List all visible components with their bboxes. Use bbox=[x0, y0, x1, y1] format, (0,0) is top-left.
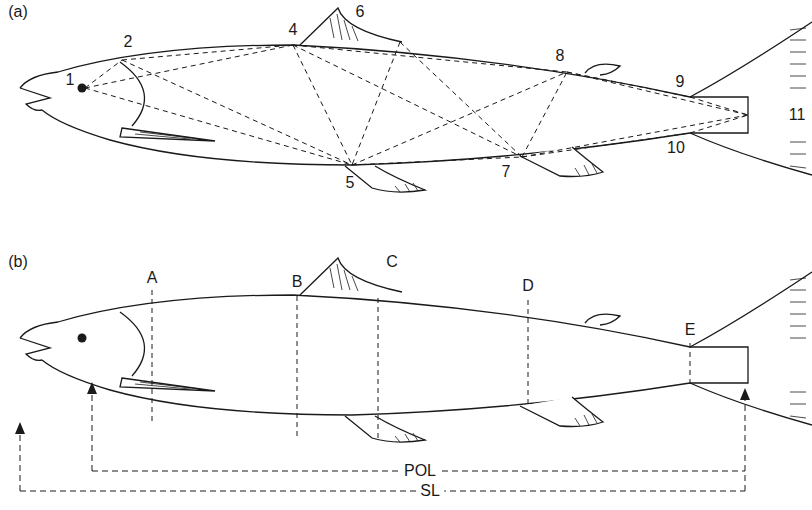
length-label: SL bbox=[416, 482, 444, 500]
panel-label: (b) bbox=[8, 254, 28, 270]
fish-outline bbox=[20, 258, 812, 442]
arrowheads bbox=[15, 382, 750, 434]
landmark-number: 8 bbox=[556, 48, 565, 64]
landmark-number: 1 bbox=[66, 72, 75, 88]
panel-label: (a) bbox=[8, 4, 28, 20]
section-letter: E bbox=[685, 322, 696, 338]
fish-outline bbox=[20, 8, 812, 192]
landmark-number: 4 bbox=[289, 22, 298, 38]
landmark-number: 7 bbox=[502, 164, 511, 180]
landmark-number: 10 bbox=[667, 140, 685, 156]
section-letter: B bbox=[292, 274, 303, 290]
section-lines bbox=[152, 290, 690, 440]
landmark-number: 11 bbox=[789, 107, 806, 123]
truss-lines bbox=[85, 42, 748, 165]
length-brackets bbox=[20, 392, 745, 491]
length-label: POL bbox=[400, 462, 440, 480]
landmark-number: 6 bbox=[356, 4, 365, 20]
section-letter: C bbox=[386, 254, 398, 270]
section-letter: D bbox=[522, 278, 534, 294]
landmark-number: 9 bbox=[676, 74, 685, 90]
landmark-number: 2 bbox=[124, 34, 133, 50]
section-letter: A bbox=[147, 270, 158, 286]
landmark-number: 5 bbox=[346, 175, 355, 191]
